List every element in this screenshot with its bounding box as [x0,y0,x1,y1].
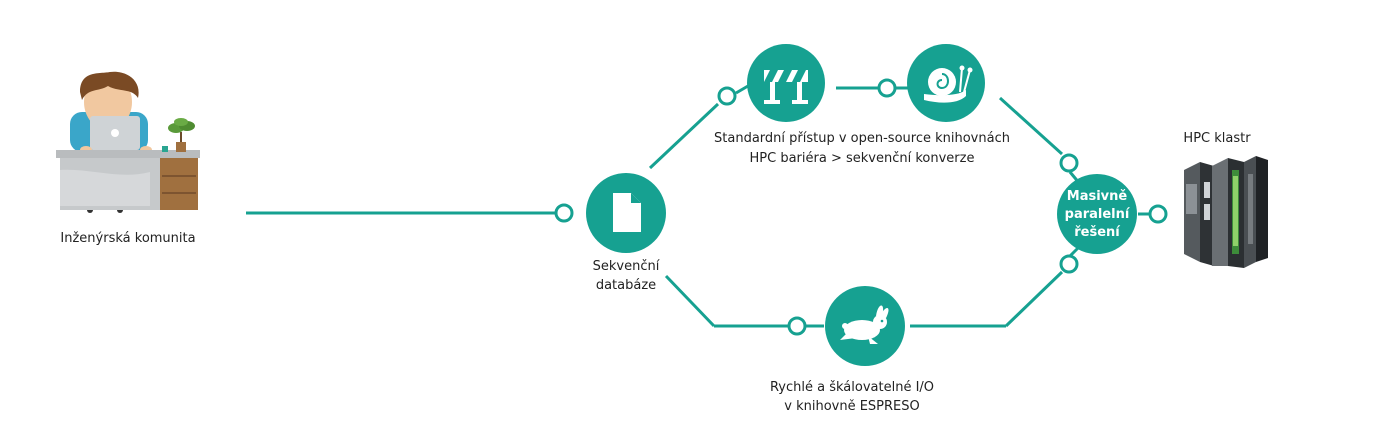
port-snail-in [877,78,897,98]
edge-database-standard [648,102,720,170]
rabbit-node [825,286,905,366]
port-parallel-top [1059,153,1079,173]
database-label-2: databáze [596,278,656,293]
port-rabbit-in [787,316,807,336]
edges [246,84,1150,328]
community-label: Inženýrská komunita [60,231,195,246]
road-barrier-icon [764,70,808,104]
snail-icon [924,65,973,103]
edge-rabbit-parallel-2 [1004,270,1064,328]
port-standard-in [717,86,737,106]
fast-label-1: Rychlé a škálovatelné I/O [770,380,934,395]
document-icon [613,193,641,232]
cluster-label: HPC klastr [1183,131,1251,146]
port-database-in [554,203,574,223]
database-node [586,173,666,253]
parallel-label-1: Masivně [1067,189,1128,204]
parallel-label-2: paralelní [1065,207,1131,222]
edge-snail-parallel [998,96,1064,156]
parallel-label-3: řešení [1074,225,1121,240]
database-label-1: Sekvenční [593,259,660,274]
fast-label-2: v knihovně ESPRESO [784,399,920,414]
standard-label-2: HPC bariéra > sekvenční konverze [750,151,975,166]
port-parallel-bottom [1059,254,1079,274]
parallel-node: Masivně paralelní řešení [1057,174,1137,254]
rabbit-icon [840,305,889,344]
port-cluster-in [1148,204,1168,224]
engineer-at-desk-icon [56,71,200,213]
server-rack-icon [1184,156,1268,268]
barrier-node [747,44,825,122]
edge-port-barrier [735,84,749,95]
ports [554,78,1168,336]
snail-node [907,44,985,122]
edge-database-fast-1 [664,274,716,328]
standard-label-1: Standardní přístup v open-source knihovn… [714,131,1010,146]
